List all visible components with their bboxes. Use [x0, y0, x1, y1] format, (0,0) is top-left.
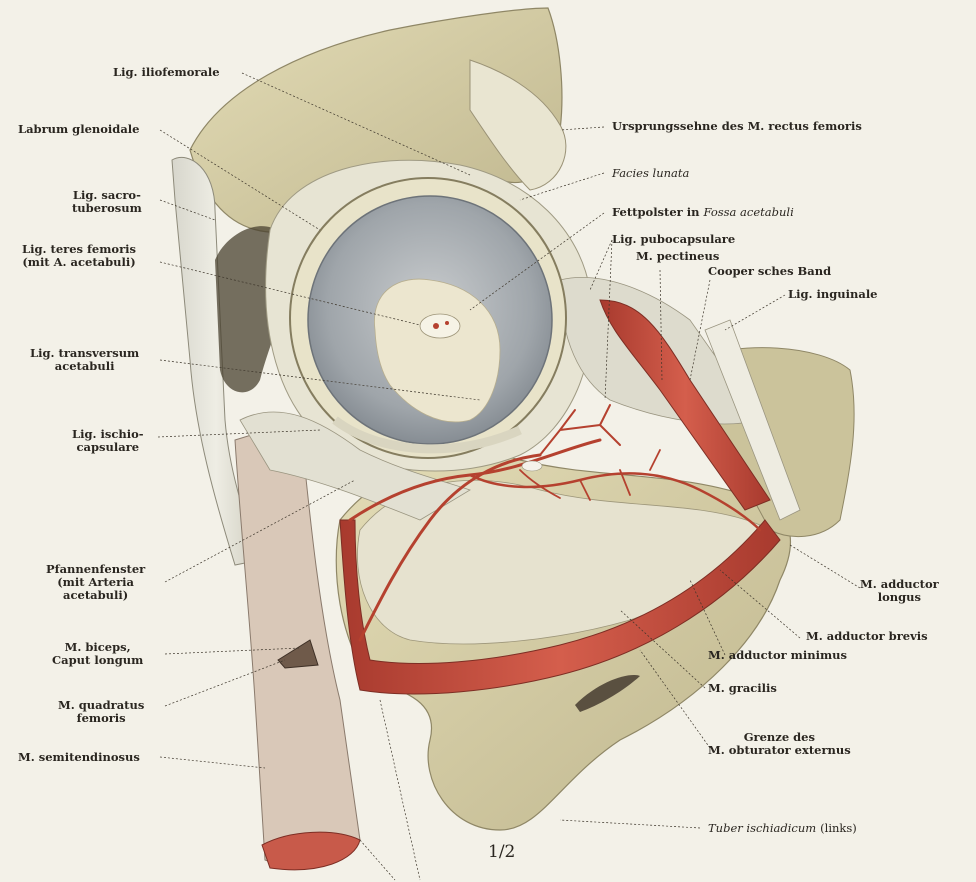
label-lig-transversum-line1: Lig. transversum [30, 346, 140, 360]
inguinal-ligament [704, 319, 801, 521]
label-m-biceps: M. biceps, Caput longum [52, 641, 143, 667]
label-facies-lunata: Facies lunata [612, 166, 690, 180]
label-cooper-band: Cooper sches Band [708, 264, 832, 278]
label-grenze-obturator: Grenze des M. obturator externus [708, 731, 851, 757]
label-lig-pubocapsulare: Lig. pubocapsulare [612, 232, 736, 246]
pfannenfenster-hole [521, 460, 543, 472]
label-adductor-longus-line2: longus [877, 590, 921, 604]
label-m-quadratus-femoris: M. quadratus femoris [58, 699, 144, 725]
label-lig-iliofemorale: Lig. iliofemorale [113, 65, 220, 79]
acetabular-artery-dot [433, 323, 439, 329]
label-lig-transversum: Lig. transversum acetabuli [30, 347, 139, 373]
label-fettpolster-prefix: Fettpolster in [612, 205, 700, 219]
label-m-quadratus-line2: femoris [76, 711, 126, 725]
label-m-pectineus: M. pectineus [636, 249, 720, 263]
label-tuber-italic: Tuber ischiadicum [708, 821, 817, 835]
ischial-slit [575, 675, 640, 712]
label-grenze-line1: Grenze des [743, 730, 815, 744]
label-fettpolster: Fettpolster in Fossa acetabuli [612, 206, 794, 219]
label-pfannenfenster: Pfannenfenster (mit Arteria acetabuli) [46, 563, 145, 602]
label-pfannenfenster-line2: (mit Arteria [57, 575, 135, 589]
label-lig-ischiocapsulare: Lig. ischio- capsulare [72, 428, 144, 454]
label-m-adductor-minimus: M. adductor minimus [708, 648, 847, 662]
label-lig-teres-line2: (mit A. acetabuli) [22, 255, 136, 269]
acetabular-artery-dot-2 [445, 321, 449, 325]
label-grenze-line2: M. obturator externus [708, 743, 851, 757]
transverse-ligament [332, 416, 522, 454]
rectus-tendon [469, 59, 567, 191]
label-lig-ischiocapsulare-line2: capsulare [76, 440, 140, 454]
fat-pad [374, 278, 501, 423]
label-pfannenfenster-line3: acetabuli) [63, 588, 129, 602]
scale-indicator: 1/2 [488, 842, 516, 862]
label-tuber-ischiadicum: Tuber ischiadicum (links) [708, 822, 857, 835]
label-m-semitendinosus: M. semitendinosus [18, 750, 140, 764]
label-m-biceps-line1: M. biceps, [64, 640, 131, 654]
label-lig-teres-femoris: Lig. teres femoris (mit A. acetabuli) [22, 243, 136, 269]
pectineus-muscle [599, 299, 771, 511]
label-m-biceps-line2: Caput longum [52, 653, 144, 667]
label-m-adductor-longus: M. adductor longus [860, 578, 939, 604]
label-lig-teres-line1: Lig. teres femoris [22, 242, 136, 256]
label-m-quadratus-line1: M. quadratus [58, 698, 145, 712]
label-tuber-suffix: (links) [820, 821, 857, 835]
adductor-gracilis-band [339, 519, 781, 695]
label-m-gracilis: M. gracilis [708, 681, 777, 695]
label-m-adductor-brevis: M. adductor brevis [806, 629, 928, 643]
label-lig-sacrotuberosum-line1: Lig. sacro- [72, 188, 141, 202]
label-ursprungssehne: Ursprungssehne des M. rectus femoris [612, 119, 862, 133]
obturator-artery [348, 404, 762, 642]
label-labrum-glenoidale: Labrum glenoidale [18, 122, 140, 136]
label-lig-transversum-line2: acetabuli [54, 359, 115, 373]
label-pfannenfenster-line1: Pfannenfenster [46, 562, 146, 576]
leader-lines [157, 72, 861, 881]
label-adductor-longus-line1: M. adductor [860, 577, 939, 591]
label-lig-ischiocapsulare-line1: Lig. ischio- [72, 427, 144, 441]
label-fettpolster-italic: Fossa acetabuli [703, 205, 794, 219]
label-lig-sacrotuberosum: Lig. sacro- tuberosum [72, 189, 142, 215]
label-lig-inguinale: Lig. inguinale [788, 287, 878, 301]
ligamentum-teres [419, 313, 461, 339]
biceps-cut [277, 639, 319, 669]
label-lig-sacrotuberosum-line2: tuberosum [72, 201, 142, 215]
ischiocapsular-ligament [239, 411, 471, 521]
